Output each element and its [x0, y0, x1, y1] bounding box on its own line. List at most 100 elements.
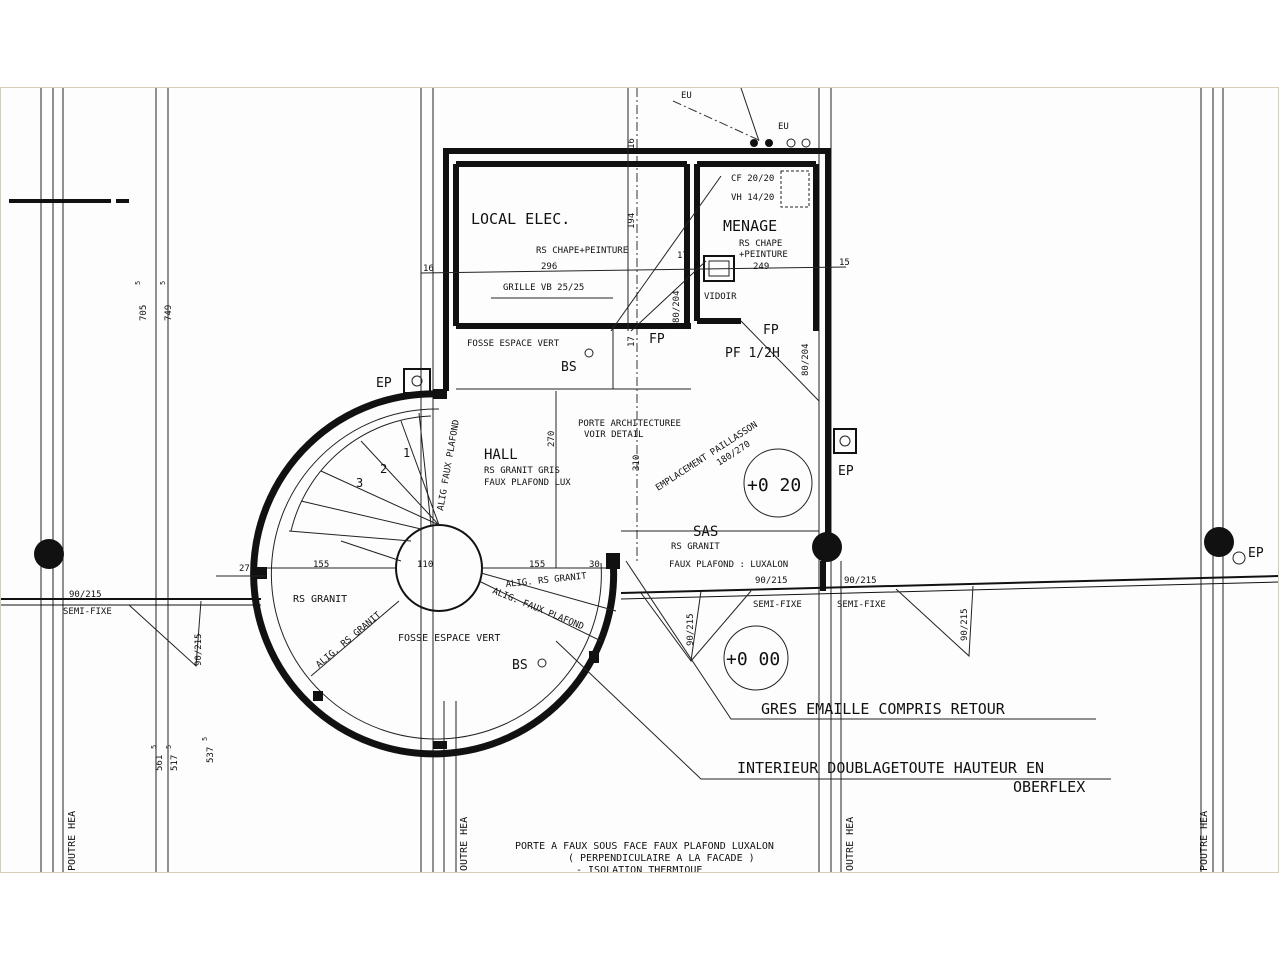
svg-text:PORTE ARCHITECTUREE: PORTE ARCHITECTUREE — [578, 419, 681, 429]
svg-text:ALIG. FAUX PLAFOND: ALIG. FAUX PLAFOND — [491, 587, 585, 633]
svg-text:FOSSE ESPACE VERT: FOSSE ESPACE VERT — [467, 339, 560, 349]
svg-text:( PERPENDICULAIRE A LA FACADE: ( PERPENDICULAIRE A LA FACADE ) — [568, 853, 755, 864]
svg-text:FAUX PLAFOND LUX: FAUX PLAFOND LUX — [484, 478, 571, 488]
hall-label: HALL — [484, 447, 518, 463]
svg-text:PORTE A FAUX SOUS FACE FAUX P: PORTE A FAUX SOUS FACE FAUX PLAFOND LUXA… — [515, 841, 774, 852]
svg-text:OUTRE HEA: OUTRE HEA — [845, 817, 856, 871]
svg-text:ALIG FAUX PLAFOND: ALIG FAUX PLAFOND — [436, 419, 462, 511]
dimensions: 16 194 296 17 249 15 16 80/204 17 80/204… — [69, 138, 970, 771]
floor-plan-drawing: LOCAL ELEC. RS CHAPE+PEINTURE GRILLE VB … — [1, 88, 1278, 873]
svg-text:15: 15 — [839, 258, 850, 268]
leader-lines — [555, 560, 1111, 780]
svg-text:GRILLE VB 25/25: GRILLE VB 25/25 — [503, 283, 584, 293]
svg-text:90/215: 90/215 — [844, 576, 877, 586]
local-elec-label: LOCAL ELEC. — [471, 210, 570, 228]
svg-text:SEMI-FIXE: SEMI-FIXE — [753, 600, 802, 610]
svg-text:CF 20/20: CF 20/20 — [731, 174, 774, 184]
svg-text:EU: EU — [778, 122, 789, 132]
facade-line — [1, 575, 1278, 606]
svg-text:BS: BS — [561, 360, 577, 375]
notes: GRES EMAILLE COMPRIS RETOUR INTERIEUR DO… — [515, 700, 1085, 873]
svg-text:ALIG. RS GRANIT: ALIG. RS GRANIT — [505, 571, 587, 590]
svg-text:RS CHAPE+PEINTURE: RS CHAPE+PEINTURE — [536, 246, 628, 256]
svg-text:POUTRE HEA: POUTRE HEA — [1199, 811, 1210, 871]
svg-text:5: 5 — [150, 745, 158, 749]
sas-label: SAS — [693, 524, 718, 540]
svg-text:2: 2 — [380, 462, 387, 476]
svg-text:+0 00: +0 00 — [726, 649, 780, 670]
building-walls — [443, 148, 831, 591]
svg-text:270: 270 — [547, 431, 557, 447]
svg-text:VIDOIR: VIDOIR — [704, 292, 737, 302]
svg-text:17: 17 — [627, 336, 637, 347]
svg-text:27: 27 — [239, 564, 250, 574]
svg-text:90/215: 90/215 — [686, 613, 696, 646]
column-right — [1204, 527, 1234, 557]
svg-text:+0 20: +0 20 — [747, 475, 801, 496]
svg-text:30: 30 — [589, 560, 600, 570]
svg-text:GRES EMAILLE COMPRIS RETOUR: GRES EMAILLE COMPRIS RETOUR — [761, 700, 1006, 718]
svg-text:5: 5 — [159, 281, 167, 285]
svg-text:705: 705 — [139, 305, 149, 321]
level-markers — [723, 448, 813, 691]
svg-text:SEMI-FIXE: SEMI-FIXE — [63, 607, 112, 617]
svg-text:POUTRE HEA: POUTRE HEA — [67, 811, 78, 871]
svg-text:310: 310 — [632, 455, 642, 471]
svg-text:+PEINTURE: +PEINTURE — [739, 250, 788, 260]
svg-text:FAUX PLAFOND : LUXALON: FAUX PLAFOND : LUXALON — [669, 560, 788, 570]
svg-text:OUTRE HEA: OUTRE HEA — [459, 817, 470, 871]
grid-axes — [40, 88, 1224, 872]
svg-text:FP: FP — [763, 323, 779, 338]
svg-text:16: 16 — [627, 138, 637, 149]
svg-text:194: 194 — [627, 213, 637, 229]
svg-text:561: 561 — [155, 755, 165, 771]
column-mid — [812, 532, 842, 562]
svg-text:537: 537 — [206, 747, 216, 763]
downpipes — [403, 88, 1246, 565]
svg-text:296: 296 — [541, 262, 557, 272]
svg-text:BS: BS — [512, 658, 528, 673]
svg-text:RS GRANIT: RS GRANIT — [671, 542, 720, 552]
svg-text:PF 1/2H: PF 1/2H — [725, 346, 780, 361]
svg-text:5: 5 — [165, 745, 173, 749]
svg-text:16: 16 — [423, 264, 434, 274]
svg-text:INTERIEUR DOUBLAGETOUTE HAUTE: INTERIEUR DOUBLAGETOUTE HAUTEUR EN — [737, 759, 1044, 777]
svg-text:EU: EU — [681, 91, 692, 101]
svg-text:RS GRANIT GRIS: RS GRANIT GRIS — [484, 466, 560, 476]
svg-text:90/215: 90/215 — [755, 576, 788, 586]
svg-text:5: 5 — [134, 281, 142, 285]
door-swings — [128, 585, 974, 668]
svg-text:90/215: 90/215 — [194, 633, 204, 666]
svg-text:80/204: 80/204 — [801, 343, 811, 376]
menage-label: MENAGE — [723, 217, 777, 235]
svg-text:249: 249 — [753, 262, 769, 272]
svg-text:EP: EP — [1248, 546, 1264, 561]
svg-text:EP: EP — [838, 464, 854, 479]
svg-text:110: 110 — [417, 560, 433, 570]
svg-text:749: 749 — [164, 305, 174, 321]
beam-labels: POUTRE HEA OUTRE HEA OUTRE HEA POUTRE HE… — [67, 811, 1210, 871]
svg-text:- ISOLATION THERMIQUE: - ISOLATION THERMIQUE — [576, 865, 702, 873]
marks: FP FP PF 1/2H EP EP EP EU EU +0 20 +0 00… — [63, 91, 1264, 670]
svg-text:90/215: 90/215 — [960, 608, 970, 641]
svg-text:155: 155 — [313, 560, 329, 570]
svg-text:RS CHAPE: RS CHAPE — [739, 239, 782, 249]
svg-text:80/204: 80/204 — [672, 290, 682, 323]
svg-text:FP: FP — [649, 332, 665, 347]
svg-text:VH 14/20: VH 14/20 — [731, 193, 774, 203]
svg-text:EP: EP — [376, 376, 392, 391]
column-left — [34, 539, 64, 569]
svg-text:VOIR DETAIL: VOIR DETAIL — [584, 430, 644, 440]
svg-text:5: 5 — [201, 737, 209, 741]
svg-text:1: 1 — [403, 446, 410, 460]
dimension-lines — [216, 88, 847, 577]
svg-text:FOSSE ESPACE VERT: FOSSE ESPACE VERT — [398, 633, 500, 644]
svg-text:90/215: 90/215 — [69, 590, 102, 600]
spiral-stair — [250, 389, 620, 758]
room-labels: LOCAL ELEC. RS CHAPE+PEINTURE GRILLE VB … — [293, 174, 788, 673]
svg-text:OBERFLEX: OBERFLEX — [1013, 778, 1085, 796]
svg-text:517: 517 — [170, 755, 180, 771]
svg-text:SEMI-FIXE: SEMI-FIXE — [837, 600, 886, 610]
svg-text:ALIG. RS GRANIT: ALIG. RS GRANIT — [315, 610, 384, 670]
columns — [34, 527, 1234, 569]
